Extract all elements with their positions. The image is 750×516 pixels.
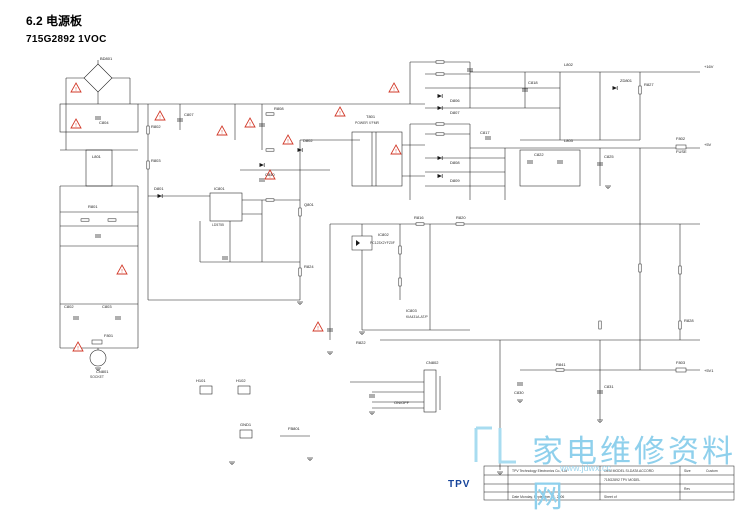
- label-c810: C810: [265, 172, 275, 177]
- safety-warning-icons: [70, 82, 402, 353]
- label-d808: D808: [450, 160, 460, 165]
- label-d806: D806: [450, 98, 460, 103]
- watermark-url: www.jdwx.cc: [560, 463, 612, 473]
- label-bd801: BD801: [100, 56, 113, 61]
- components: [72, 60, 687, 475]
- label-onoff: ON/OFF: [394, 400, 410, 405]
- label-r841: R841: [556, 362, 566, 367]
- label-plus5v1: +5V1: [704, 368, 714, 373]
- label-pc123: PC123X2YFZ0F: [370, 241, 395, 245]
- title-block: [483, 465, 735, 501]
- label-r803: R803: [151, 158, 161, 163]
- tpv-logo: TPV: [448, 479, 471, 490]
- label-c803: C803: [102, 304, 112, 309]
- label-f803: F803: [676, 360, 686, 365]
- label-f802: F802: [676, 136, 686, 141]
- label-f801: F801: [104, 333, 114, 338]
- title-model: 715G2892 TPV MODEL: [604, 478, 640, 482]
- label-d801: D801: [154, 186, 164, 191]
- label-fuse: FUSE: [676, 149, 687, 154]
- title-oem: OEM MODEL SI-DATA ACCORD: [604, 469, 654, 473]
- watermark-text: 家电维修资料网: [532, 434, 736, 515]
- label-c807: C807: [184, 112, 194, 117]
- label-q801: Q801: [304, 202, 315, 207]
- title-custom: Custom: [706, 469, 718, 473]
- board-number: 715G2892 1VOC: [26, 34, 107, 45]
- label-t801: T801: [366, 114, 376, 119]
- label-r828: R828: [684, 318, 694, 323]
- label-ic803: IC803: [406, 308, 417, 313]
- label-c822: C822: [534, 152, 544, 157]
- title-sheet: Sheet of: [604, 495, 617, 499]
- label-power-xfmr: POWER X'FMR: [355, 121, 380, 125]
- label-r808: R808: [274, 106, 284, 111]
- label-gnd1: GND1: [240, 422, 252, 427]
- label-h101: H101: [196, 378, 206, 383]
- schematic-diagram: !: [59, 56, 735, 501]
- label-zd801: ZD801: [620, 78, 633, 83]
- label-l801: L801: [92, 154, 102, 159]
- label-r820: R820: [456, 215, 466, 220]
- label-ic801: IC801: [214, 186, 225, 191]
- label-c817: C817: [480, 130, 490, 135]
- title-block-text: TPV Technology Electronics Co., Ltd OEM …: [512, 469, 718, 499]
- title-rev: Rev: [684, 487, 690, 491]
- label-kia431: KIA431A-AT/P: [406, 315, 429, 319]
- label-r801: R801: [88, 204, 98, 209]
- label-c802: C802: [64, 304, 74, 309]
- label-fb801: FB801: [288, 426, 301, 431]
- label-c825: C825: [604, 154, 614, 159]
- label-r802: R802: [151, 124, 161, 129]
- label-c831: C831: [604, 384, 614, 389]
- label-r816: R816: [414, 215, 424, 220]
- label-l803: L803: [564, 138, 574, 143]
- title-company: TPV Technology Electronics Co., Ltd: [512, 469, 567, 473]
- watermark-logo-icon: [474, 426, 516, 464]
- wiring: [59, 60, 700, 470]
- label-h102: H102: [236, 378, 246, 383]
- title-size: Size: [684, 469, 691, 473]
- component-labels: BD801 C804 L801 R801 C802 C803 F801 CN80…: [64, 56, 714, 431]
- label-c830: C830: [514, 390, 524, 395]
- label-d807: D807: [450, 110, 460, 115]
- label-ld5755: LD5755: [212, 223, 224, 227]
- label-c804: C804: [99, 120, 109, 125]
- label-l802: L802: [564, 62, 574, 67]
- label-r824: R824: [304, 264, 314, 269]
- label-cn801: CN801: [96, 369, 109, 374]
- label-plus5v: +5V: [704, 142, 712, 147]
- label-d809: D809: [450, 178, 460, 183]
- label-plus16v: +16V: [704, 64, 714, 69]
- label-d802: D802: [303, 138, 313, 143]
- label-cn802: CN802: [426, 360, 439, 365]
- title-date: Date Monday, September 11, 2006: [512, 495, 564, 499]
- label-r827: R827: [644, 82, 654, 87]
- label-ic802: IC802: [378, 232, 389, 237]
- label-socket: SOCKET: [90, 375, 104, 379]
- page-title: 6.2 电源板: [26, 14, 83, 28]
- label-r822: R822: [356, 340, 366, 345]
- label-c818: C818: [528, 80, 538, 85]
